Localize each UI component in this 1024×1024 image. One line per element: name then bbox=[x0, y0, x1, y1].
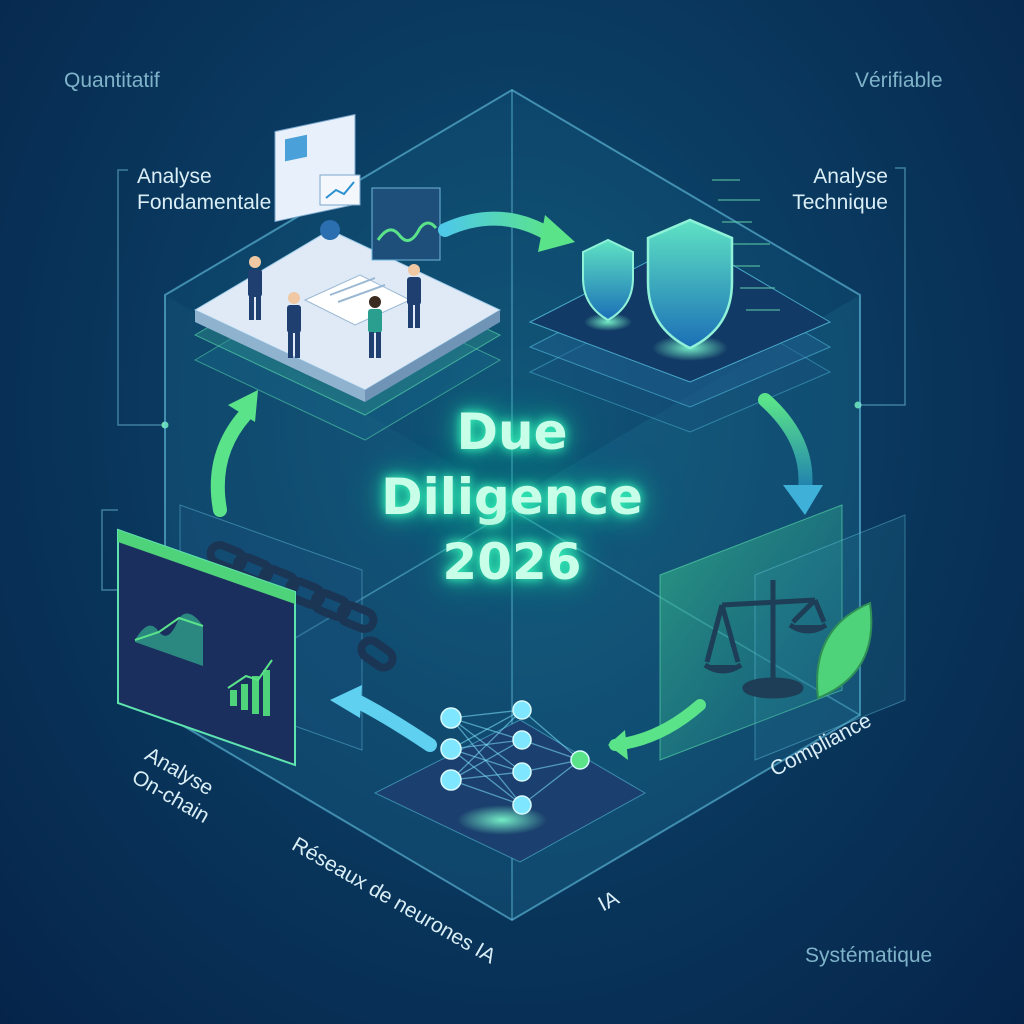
arrow-fundamental-to-technical bbox=[438, 211, 557, 242]
fundamental-analysis-platform bbox=[193, 113, 502, 441]
corner-label-quantitatif: Quantitatif bbox=[64, 69, 160, 92]
dashboard-chart-icon bbox=[117, 528, 296, 767]
arrow-technical-to-compliance bbox=[758, 393, 813, 497]
stage-label-technical-line2: Technique bbox=[792, 191, 888, 215]
diagram-title: Due Diligence 2026 bbox=[372, 400, 652, 595]
cycle-arrows bbox=[210, 211, 823, 760]
stage-label-fundamental-line2: Fondamentale bbox=[137, 191, 272, 215]
leaf-icon bbox=[816, 601, 873, 700]
stage-label-fundamental-line1: Analyse bbox=[137, 165, 212, 188]
technical-analysis-platform bbox=[528, 179, 832, 433]
title-line-1: Due bbox=[456, 403, 568, 461]
corner-label-systematique: Systématique bbox=[805, 944, 933, 967]
title-line-2: Diligence bbox=[381, 468, 643, 526]
stage-label-technical-line1: Analyse bbox=[813, 165, 888, 188]
chain-link-icon bbox=[206, 541, 397, 672]
title-line-3: 2026 bbox=[442, 533, 582, 591]
shield-icon bbox=[646, 218, 734, 350]
neural-network-platform bbox=[373, 700, 647, 863]
neural-network-icon bbox=[440, 700, 590, 815]
stage-label-fundamental: Analyse Fondamentale bbox=[137, 164, 271, 217]
shield-icon bbox=[582, 238, 634, 322]
chart-board-icon bbox=[274, 113, 441, 261]
scales-of-justice-icon bbox=[703, 580, 828, 699]
code-lines bbox=[712, 179, 780, 311]
team-meeting-icon bbox=[248, 256, 421, 358]
corner-label-verifiable: Vérifiable bbox=[855, 69, 943, 92]
arrow-ai-to-onchain bbox=[348, 693, 437, 752]
compliance-panel bbox=[659, 504, 906, 761]
onchain-analysis-panels bbox=[117, 504, 397, 767]
stage-label-technical: Analyse Technique bbox=[768, 164, 888, 217]
arrow-onchain-to-fundamental bbox=[210, 408, 252, 517]
